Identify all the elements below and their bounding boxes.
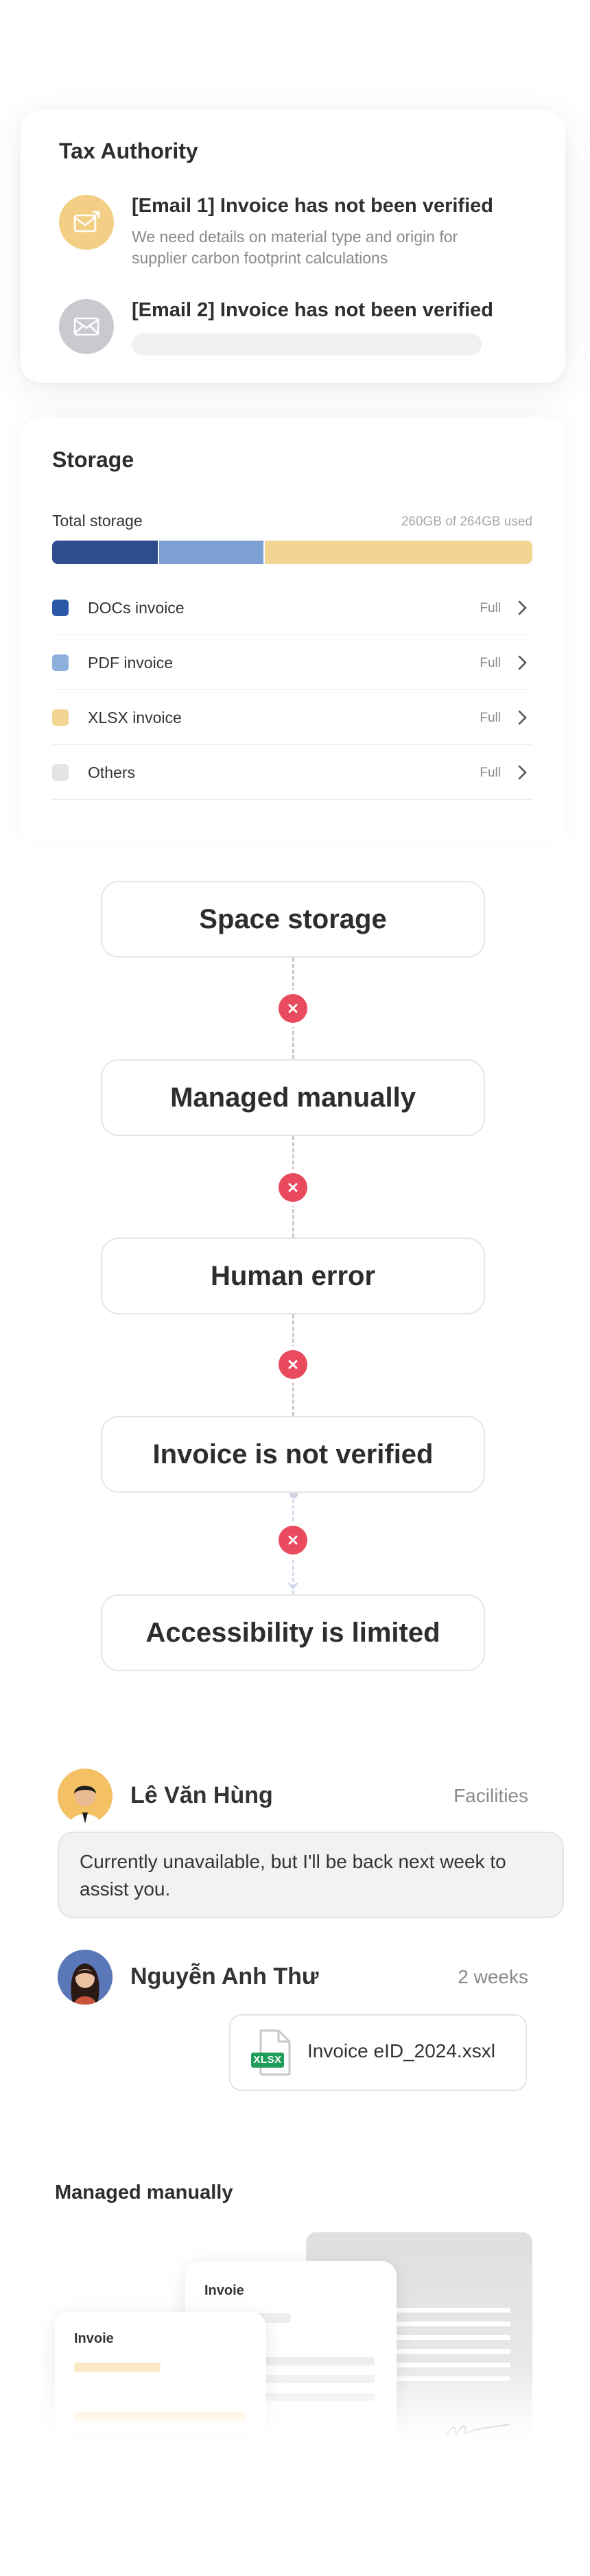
storage-swatch bbox=[52, 654, 69, 671]
sender-department: Facilities bbox=[453, 1785, 528, 1806]
storage-item-name: Others bbox=[88, 764, 136, 781]
invoice-card-label: Invoie bbox=[204, 2283, 244, 2298]
bottom-fade bbox=[0, 2367, 590, 2449]
email-item-1[interactable]: [Email 1] Invoice has not been verified … bbox=[59, 195, 532, 270]
managed-manually-title: Managed manually bbox=[55, 2182, 233, 2203]
storage-item-docs[interactable]: DOCs invoice Full bbox=[52, 580, 532, 635]
email-description-placeholder bbox=[132, 333, 482, 355]
xlsx-file-icon bbox=[251, 2029, 291, 2076]
flow-step-accessibility-limited: Accessibility is limited bbox=[101, 1594, 485, 1671]
email-title: [Email 1] Invoice has not been verified bbox=[132, 195, 493, 217]
storage-item-name: PDF invoice bbox=[88, 654, 173, 672]
x-icon bbox=[279, 1526, 307, 1555]
storage-swatch bbox=[52, 764, 69, 781]
storage-used-text: 260GB of 264GB used bbox=[401, 515, 532, 529]
tax-authority-card: Tax Authority [Email 1] Invoice has not … bbox=[21, 110, 565, 383]
storage-bar-segment-docs bbox=[52, 541, 158, 564]
email-title: [Email 2] Invoice has not been verified bbox=[132, 299, 493, 321]
invoice-card-label: Invoie bbox=[74, 2331, 114, 2346]
chevron-right-icon bbox=[518, 600, 527, 615]
storage-title: Storage bbox=[52, 447, 134, 472]
storage-item-xlsx[interactable]: XLSX invoice Full bbox=[52, 690, 532, 745]
arrow-down-icon bbox=[287, 1582, 298, 1590]
storage-swatch bbox=[52, 600, 69, 616]
message-time: 2 weeks bbox=[458, 1966, 528, 1987]
file-attachment[interactable]: XLSX Invoice eID_2024.xsxl bbox=[229, 2014, 527, 2091]
storage-item-status: Full bbox=[480, 766, 501, 780]
storage-bar-segment-xlsx bbox=[263, 541, 532, 564]
flow-step-human-error: Human error bbox=[101, 1238, 485, 1314]
storage-usage-bar bbox=[52, 541, 532, 564]
file-name: Invoice eID_2024.xsxl bbox=[307, 2040, 495, 2061]
email-description: We need details on material type and ori… bbox=[132, 228, 458, 267]
avatar[interactable] bbox=[58, 1769, 113, 1823]
flow-step-invoice-not-verified: Invoice is not verified bbox=[101, 1416, 485, 1493]
mail-open-icon bbox=[59, 195, 114, 250]
storage-item-status: Full bbox=[480, 656, 501, 670]
x-icon bbox=[279, 994, 307, 1023]
x-icon bbox=[279, 1173, 307, 1202]
sender-name: Nguyễn Anh Thư bbox=[130, 1963, 319, 1989]
total-storage-label: Total storage bbox=[52, 512, 143, 530]
storage-item-pdf[interactable]: PDF invoice Full bbox=[52, 635, 532, 690]
storage-item-status: Full bbox=[480, 601, 501, 615]
chevron-right-icon bbox=[518, 765, 527, 780]
email-item-2[interactable]: [Email 2] Invoice has not been verified bbox=[59, 299, 532, 358]
mail-icon bbox=[59, 299, 114, 354]
storage-item-name: DOCs invoice bbox=[88, 599, 185, 617]
sender-name: Lê Văn Hùng bbox=[130, 1782, 273, 1808]
storage-card: Storage Total storage 260GB of 264GB use… bbox=[21, 417, 565, 842]
avatar[interactable] bbox=[58, 1950, 113, 2005]
chevron-right-icon bbox=[518, 655, 527, 670]
storage-item-status: Full bbox=[480, 711, 501, 725]
chevron-right-icon bbox=[518, 710, 527, 725]
file-type-badge: XLSX bbox=[253, 2054, 282, 2066]
storage-list: DOCs invoice Full PDF invoice Full XLSX … bbox=[52, 580, 532, 800]
storage-bar-segment-pdf bbox=[158, 541, 263, 564]
flow-step-space-storage: Space storage bbox=[101, 881, 485, 958]
storage-swatch bbox=[52, 709, 69, 726]
flow-step-managed-manually: Managed manually bbox=[101, 1059, 485, 1136]
x-icon bbox=[279, 1350, 307, 1379]
tax-authority-title: Tax Authority bbox=[59, 139, 198, 163]
storage-item-others[interactable]: Others Full bbox=[52, 745, 532, 800]
storage-item-name: XLSX invoice bbox=[88, 709, 182, 726]
message-bubble: Currently unavailable, but I'll be back … bbox=[58, 1832, 564, 1918]
